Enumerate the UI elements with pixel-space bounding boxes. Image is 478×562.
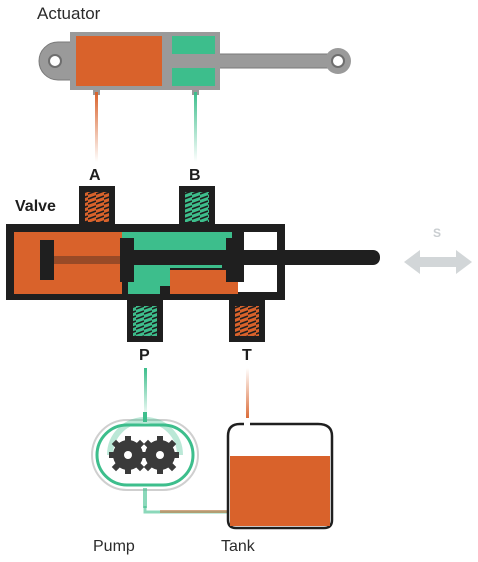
spring-a <box>85 192 109 222</box>
port-p-label: P <box>139 347 150 364</box>
valve-chamber-tank <box>170 270 238 294</box>
actuator <box>38 32 351 95</box>
spring-t <box>235 306 259 336</box>
tank <box>226 418 334 530</box>
spring-b <box>185 192 209 222</box>
actuator-piston <box>162 36 172 86</box>
gear-icon <box>141 436 179 474</box>
gear-icon <box>109 436 147 474</box>
tank-label: Tank <box>221 538 255 555</box>
valve-label: Valve <box>15 198 56 215</box>
shift-arrow <box>404 250 472 274</box>
pump <box>91 412 199 508</box>
port-b-label: B <box>189 167 201 184</box>
line-p <box>144 368 147 418</box>
line-b <box>194 92 197 162</box>
valve-spool <box>40 238 380 282</box>
valve-chamber-right <box>180 232 277 292</box>
shift-label: S <box>433 226 442 240</box>
port-t-label: T <box>242 347 252 364</box>
actuator-chamber-a <box>76 36 162 86</box>
tank-fluid <box>230 456 330 526</box>
line-t <box>246 368 249 422</box>
actuator-rod <box>212 54 340 68</box>
spring-p <box>133 306 157 336</box>
pump-label: Pump <box>93 538 135 555</box>
valve <box>6 186 380 342</box>
port-a-label: A <box>89 167 101 184</box>
actuator-label: Actuator <box>37 4 101 23</box>
line-a <box>95 92 98 162</box>
